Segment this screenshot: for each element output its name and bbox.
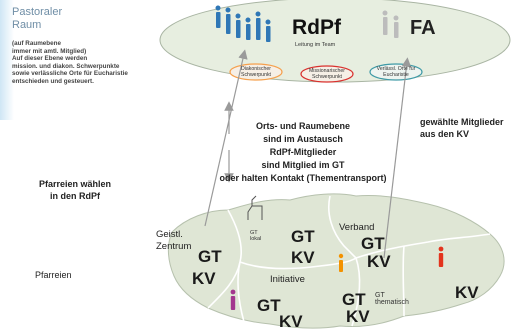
- left-shade: [0, 0, 14, 120]
- exchange-line: Orts- und Raumebene: [255, 121, 350, 131]
- elected-line: gewählte Mitglieder: [420, 117, 504, 127]
- spiritual-center-label: Geistl. Zentrum: [156, 229, 191, 253]
- initiative-label: Initiative: [270, 274, 305, 285]
- note-line: sowie verlässliche Orte für Eucharistie: [12, 70, 128, 78]
- kv-label: KV: [279, 312, 303, 331]
- gt-thematic-line: thematisch: [375, 299, 409, 306]
- exchange-text: Orts- und Raumebene sind im Austausch Rd…: [203, 120, 403, 185]
- focus-missionary-label: Missionarischer Schwerpunkt: [308, 68, 346, 80]
- info-icon: [438, 246, 444, 267]
- gt-local-line: GT: [250, 230, 258, 236]
- person-icon: [265, 19, 271, 42]
- parish-choose-line: Pfarreien wählen: [38, 179, 112, 189]
- person-icon: [382, 10, 388, 35]
- kv-label: KV: [291, 248, 315, 267]
- arrow-icon: [383, 57, 412, 259]
- parish-choose-line: in den RdPf: [50, 191, 100, 201]
- spiritual-center-line: Zentrum: [156, 241, 192, 252]
- rdpf-subtitle: Leitung im Team: [295, 42, 336, 48]
- kv-label: KV: [367, 252, 391, 271]
- focus-oval-missionary: [300, 65, 354, 83]
- arrow-icon: [204, 49, 248, 227]
- exchange-line: oder halten Kontakt (Thementransport): [219, 173, 387, 183]
- gt-local-label: GT lokal: [250, 230, 261, 242]
- person-icon: [245, 17, 251, 40]
- note-line: (auf Raumebene: [12, 40, 61, 47]
- gt-label: GT: [361, 234, 385, 253]
- kv-label: KV: [346, 307, 370, 326]
- exchange-line: sind im Austausch: [263, 134, 343, 144]
- gt-thematic-line: GT: [375, 292, 385, 299]
- kv-label: KV: [455, 283, 479, 302]
- church-icon: [247, 195, 263, 220]
- note-line: mission. und diakon. Schwerpunkte: [12, 62, 120, 70]
- pastoral-space-title-line: Raum: [12, 19, 42, 31]
- note-line: Auf dieser Ebene werden: [12, 55, 88, 63]
- focus-oval-eucharist: [369, 63, 423, 81]
- fa-title: FA: [410, 17, 436, 39]
- exchange-line: sind Mitglied im GT: [261, 160, 345, 170]
- gt-thematic-label: GT thematisch: [375, 292, 409, 306]
- gt-label: GT: [342, 290, 366, 309]
- kv-label: KV: [192, 269, 216, 288]
- parishes-label: Pfarreien: [35, 270, 72, 280]
- spiritual-center-line: Geistl.: [156, 229, 183, 240]
- elected-members-text: gewählte Mitglieder aus den KV: [420, 116, 520, 140]
- info-icon: [338, 253, 344, 272]
- person-icon: [393, 15, 399, 38]
- focus-oval-diaconal: [229, 63, 283, 81]
- elected-line: aus den KV: [420, 129, 470, 139]
- info-icon: [230, 289, 236, 310]
- parishes-choose-text: Pfarreien wählen in den RdPf: [20, 178, 130, 202]
- gt-label: GT: [257, 296, 281, 315]
- gt-label: GT: [291, 227, 315, 246]
- pastoral-space-note: (auf Raumebene immer mit amtl. Mitglied)…: [12, 40, 128, 86]
- fa-members-icon: [382, 10, 399, 38]
- pastoral-space-title: Pastoraler Raum: [12, 6, 62, 32]
- person-icon: [235, 13, 241, 38]
- pastoral-space-title-line: Pastoraler: [12, 6, 63, 18]
- gt-label: GT: [198, 247, 222, 266]
- person-icon: [255, 11, 261, 40]
- parish-map: [167, 193, 505, 329]
- region-borders: [207, 195, 491, 327]
- person-icon: [225, 7, 231, 34]
- focus-eucharist-label: Verlässl. Orte für Eucharistie: [376, 66, 416, 78]
- note-line: immer mit amtl. Mitglied): [12, 47, 87, 55]
- focus-diaconal-label: Diakonischer Schwerpunkt: [241, 66, 271, 78]
- person-icon: [215, 5, 221, 28]
- association-label: Verband: [339, 222, 375, 233]
- rdpf-title: RdPf: [292, 16, 341, 39]
- gt-local-line: lokal: [250, 236, 262, 242]
- note-line: entschieden und gesteuert.: [12, 77, 94, 85]
- exchange-line: RdPf-Mitglieder: [269, 147, 337, 157]
- rdpf-team-icon: [215, 5, 271, 42]
